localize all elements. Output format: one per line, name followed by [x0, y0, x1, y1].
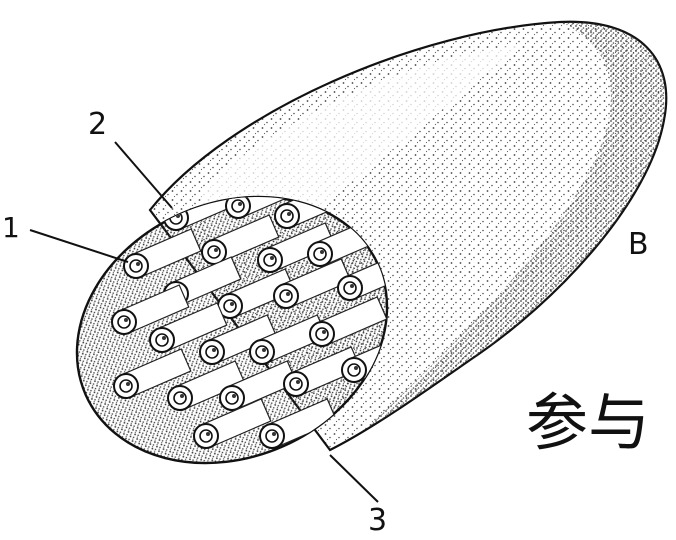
axon-core — [200, 430, 212, 442]
axon-center-dot — [286, 292, 290, 296]
axon-core — [206, 346, 218, 358]
axon-center-dot — [296, 380, 300, 384]
axon-center-dot — [287, 212, 291, 216]
axon-center-dot — [262, 348, 266, 352]
axon-core — [224, 300, 236, 312]
axon-core — [174, 392, 186, 404]
axon-core — [256, 346, 268, 358]
axon-center-dot — [136, 262, 140, 266]
axon-core — [130, 260, 142, 272]
axon-core — [266, 430, 278, 442]
label-2: 2 — [88, 110, 107, 140]
leader-line-1 — [30, 230, 128, 262]
axon-core — [208, 246, 220, 258]
axon-core — [290, 378, 302, 390]
axon-center-dot — [270, 256, 274, 260]
caption-text: 参与 — [526, 392, 650, 454]
axon-center-dot — [124, 318, 128, 322]
axon-center-dot — [230, 302, 234, 306]
axon-core — [314, 248, 326, 260]
axon-center-dot — [238, 202, 242, 206]
axon-core — [344, 282, 356, 294]
axon-core — [264, 254, 276, 266]
axon-core — [348, 364, 360, 376]
leader-line-2 — [115, 142, 172, 208]
axon-core — [232, 200, 244, 212]
axon-center-dot — [232, 394, 236, 398]
axon-center-dot — [212, 348, 216, 352]
axon-center-dot — [126, 382, 130, 386]
axon-center-dot — [354, 366, 358, 370]
axon-core — [316, 328, 328, 340]
label-3: 3 — [368, 506, 387, 536]
axon-core — [226, 392, 238, 404]
axon-center-dot — [180, 394, 184, 398]
axon-core — [118, 316, 130, 328]
axon-center-dot — [272, 432, 276, 436]
axon-center-dot — [162, 336, 166, 340]
axon-center-dot — [206, 432, 210, 436]
axon-center-dot — [214, 248, 218, 252]
label-b: B — [628, 230, 649, 260]
axon-core — [281, 210, 293, 222]
axon-center-dot — [350, 284, 354, 288]
label-1: 1 — [2, 214, 20, 242]
axon-center-dot — [320, 250, 324, 254]
leader-line-3 — [330, 455, 378, 502]
axon-center-dot — [322, 330, 326, 334]
axon-core — [280, 290, 292, 302]
axon-core — [156, 334, 168, 346]
axon-core — [120, 380, 132, 392]
